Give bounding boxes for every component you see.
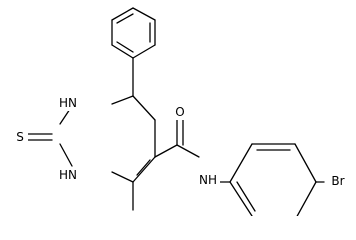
bond-br5 [229, 181, 253, 217]
bond-br4 [294, 181, 317, 221]
bond-ph-inner1 [116, 13, 134, 24]
bond-c4-n3 [111, 95, 134, 105]
n3-label: HN [59, 96, 77, 110]
bromine-label: Br [331, 174, 344, 188]
thione-sulfur-label: S [16, 130, 24, 144]
bond-ph-inner3 [116, 41, 134, 53]
bond-ph4 [132, 44, 156, 59]
bond-c2-n1 [59, 143, 73, 167]
molecule-structure: S HN HN O NH Br [16, 7, 345, 221]
bond-ph2 [132, 7, 156, 21]
bond-n1-c6 [111, 171, 134, 183]
amide-oxygen-label: O [175, 105, 184, 119]
bond-ph5 [111, 44, 134, 59]
n1-label: HN [59, 168, 77, 182]
bond-br-inner2 [236, 181, 256, 212]
structure-canvas: S HN HN O NH Br [16, 7, 345, 221]
bond-br3 [294, 143, 317, 183]
bond-amide-c-n [176, 144, 200, 158]
bond-ph1 [111, 7, 134, 21]
bond-c6-c5 [132, 156, 156, 183]
bond-c5-c4b [132, 95, 156, 121]
bond-c5-amide-c [154, 144, 178, 158]
amide-nitrogen-label: NH [199, 173, 217, 187]
bond-br1 [229, 143, 253, 183]
bond-c6-c5-double [136, 159, 151, 176]
